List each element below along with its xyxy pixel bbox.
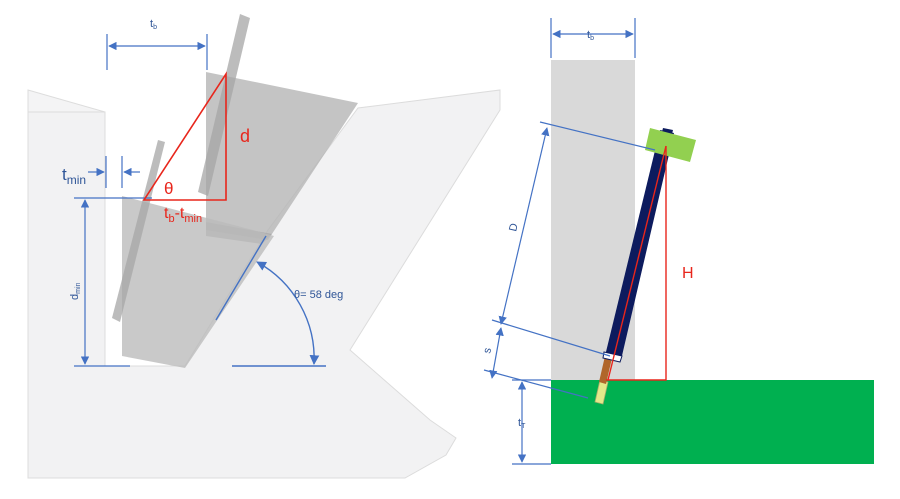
tb-label: tb [150,18,157,31]
s-label: s [481,346,494,355]
bolt-collar [602,351,623,363]
upper-wedge-block [206,72,358,240]
tb-label-right-panel: tb [587,29,594,42]
H-label: H [682,265,694,282]
bolt-axis-red [607,145,667,381]
bolt-body [605,130,674,360]
d-label: d [240,126,250,146]
tb-minus-tmin-label: tb-tmin [164,205,202,225]
s-dimension-line [489,327,504,379]
left-panel: tb tmin dmin d θ tb-tmin θ= 58 deg [27,14,501,479]
D-label: D [507,222,520,232]
bearing-plate [645,128,696,162]
rock-mass [27,89,106,113]
tT-label: tT [518,417,526,430]
red-geometry-triangle [142,71,227,201]
D-ext-bottom [491,319,611,357]
lower-slab [112,140,165,322]
dmin-label: dmin [69,282,82,300]
theta-symbol: θ [164,179,173,198]
D-dimension-line [498,127,550,325]
slope-line [215,235,267,321]
h-reference-lines [606,146,667,381]
right-panel: tb H D s tT [481,18,874,465]
angle-arc [256,261,320,365]
lower-wedge-block [122,196,274,368]
upper-slab [198,14,250,196]
tmin-label: tmin [62,165,86,187]
angle-label: θ= 58 deg [294,289,343,301]
bolt-tip-brown [599,356,612,384]
D-ext-top [539,121,656,151]
